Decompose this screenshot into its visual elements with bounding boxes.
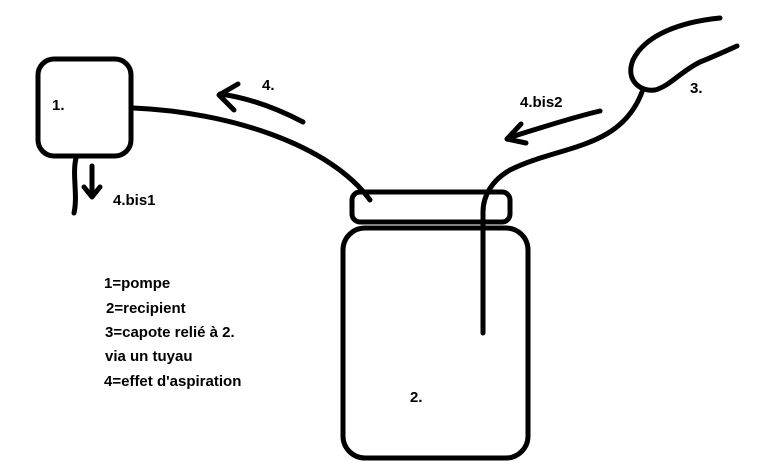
condom-tube — [480, 89, 645, 336]
suction-label: 4. — [262, 77, 275, 94]
container-body — [340, 225, 531, 461]
container-lid — [349, 189, 513, 225]
pump-to-container-tube — [130, 105, 373, 203]
condom — [628, 15, 740, 93]
condom-label: 3. — [690, 80, 703, 97]
suction-arrow — [216, 81, 306, 125]
container-label: 2. — [410, 389, 423, 406]
legend-line: 4=effet d'aspiration — [104, 373, 241, 390]
bis2-arrow — [504, 108, 603, 146]
pump-label: 1. — [52, 97, 65, 114]
legend-line: 2=recipient — [106, 300, 186, 317]
legend: 1=pompe 2=recipient 3=capote relié à 2. … — [104, 275, 241, 390]
bis1-label: 4.bis1 — [113, 192, 156, 209]
exhaust-tube — [71, 155, 79, 216]
legend-line: 3=capote relié à 2. — [105, 324, 235, 341]
bis1-arrow — [81, 163, 103, 200]
legend-line: 1=pompe — [104, 275, 170, 292]
legend-line: via un tuyau — [105, 348, 193, 365]
bis2-label: 4.bis2 — [520, 94, 563, 111]
